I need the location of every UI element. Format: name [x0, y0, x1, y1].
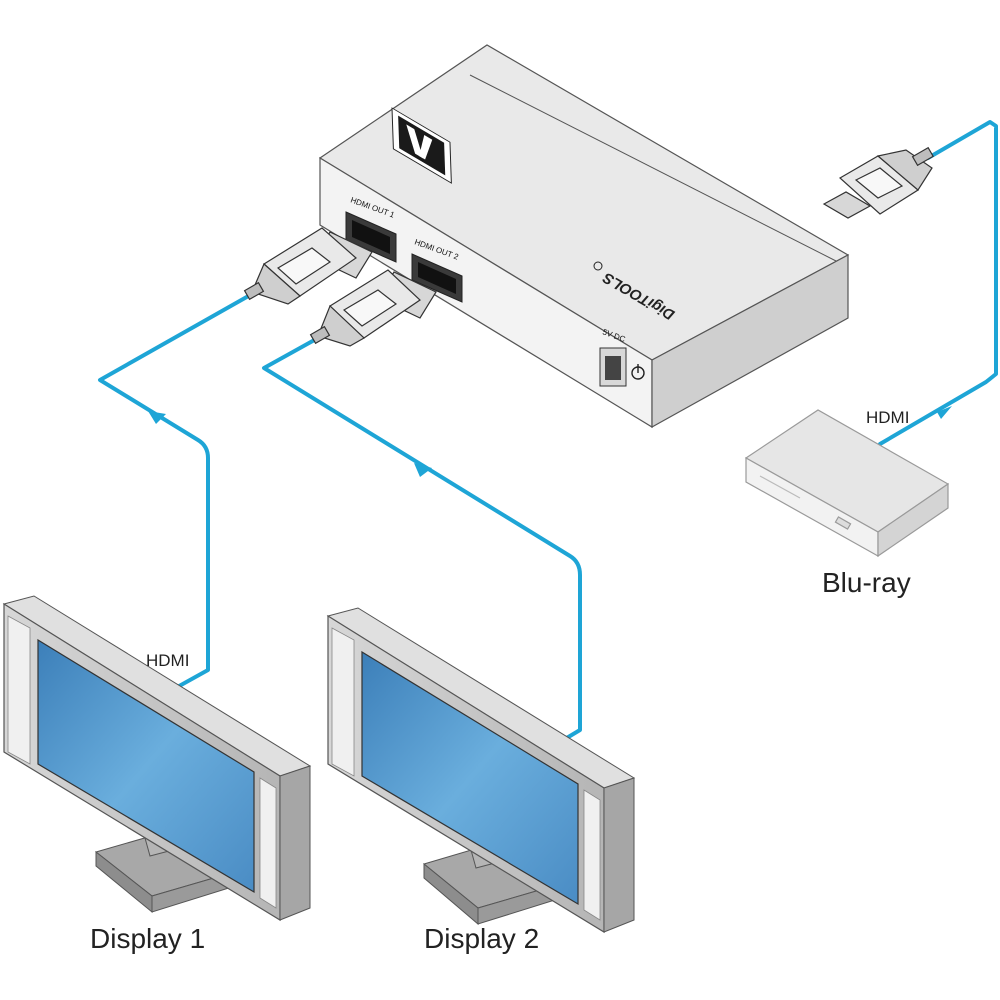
screen-1	[37, 638, 255, 894]
hdmi-plug-out-1	[243, 227, 373, 305]
display-1	[2, 595, 312, 922]
cables	[98, 120, 998, 747]
screen-2	[361, 650, 579, 906]
cable-display-1	[98, 292, 254, 692]
display-2	[326, 607, 636, 934]
arrow-icon	[937, 406, 952, 419]
display-2-label: Display 2	[424, 923, 539, 954]
hdmi-plug-out-2	[309, 269, 437, 347]
cable-bluray	[878, 120, 998, 446]
display-1-label: Display 1	[90, 923, 205, 954]
bluray-cable-label: HDMI	[866, 408, 909, 427]
display-1-cable-label: HDMI	[146, 651, 189, 670]
bluray-label: Blu-ray	[822, 567, 911, 598]
registered-icon	[593, 261, 603, 271]
cable-display-2	[262, 336, 582, 747]
flow-arrows	[148, 406, 952, 477]
hdmi-plug-input	[822, 146, 934, 219]
arrow-icon	[414, 463, 432, 477]
arrow-icon	[148, 411, 166, 424]
splitter-device: DigiTOOLS HDMI OUT 1 HDMI OUT 2 5V DC	[318, 44, 850, 429]
kramer-logo-icon	[391, 107, 452, 184]
device-side-face	[651, 253, 849, 429]
bluray-player	[744, 409, 950, 558]
